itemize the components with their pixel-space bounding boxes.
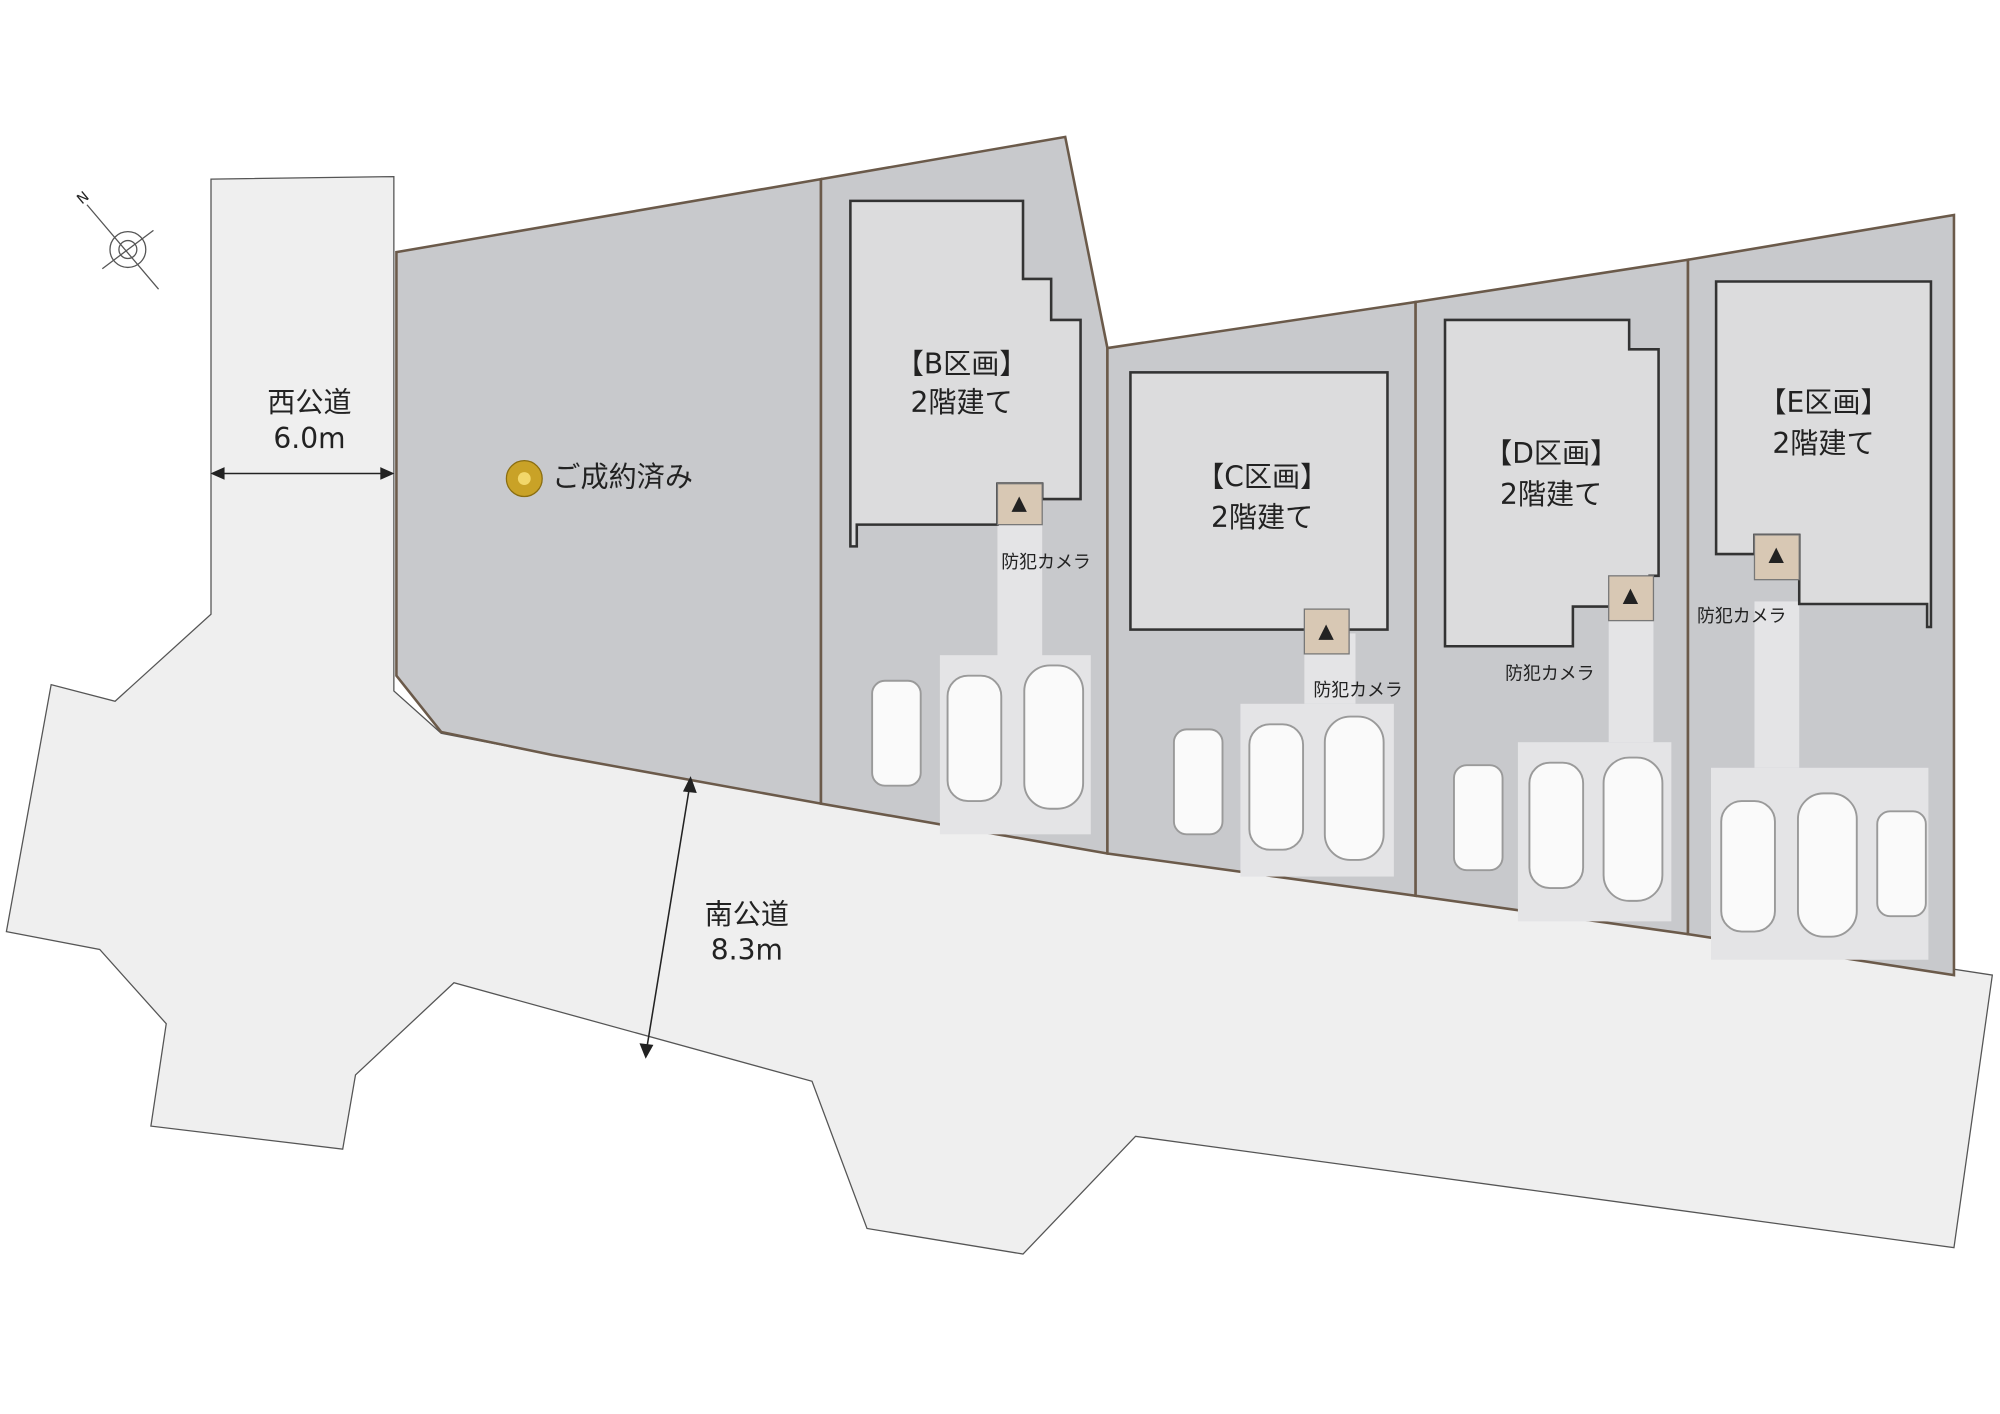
- lot-e-type: 2階建て: [1772, 427, 1874, 460]
- compass-icon: [86, 204, 160, 290]
- lot-e-camera: 防犯カメラ: [1697, 606, 1786, 627]
- lot-e-name: 【E区画】: [1758, 386, 1888, 419]
- cars: [871, 664, 1927, 938]
- lot-c-name: 【C区画】: [1196, 460, 1328, 493]
- lot-b-name: 【B区画】: [896, 348, 1028, 381]
- lot-a-status: ご成約済み: [552, 460, 693, 493]
- building-e[interactable]: [1714, 280, 1933, 629]
- entrance-c: [1303, 608, 1350, 655]
- entrance-b: [996, 483, 1043, 526]
- walkway-b: [997, 524, 1043, 660]
- entrance-d: [1608, 575, 1655, 622]
- sold-ribbon-icon: [505, 460, 543, 498]
- walkway-e: [1754, 601, 1800, 768]
- compass-label: N: [74, 189, 92, 208]
- lot-d-type: 2階建て: [1500, 478, 1602, 511]
- lot-b-type: 2階建て: [911, 386, 1013, 419]
- west-road-width: 6.0m: [273, 422, 345, 455]
- lot-d-camera: 防犯カメラ: [1505, 663, 1594, 684]
- west-road-name: 西公道: [267, 386, 351, 419]
- south-road-dimension: [639, 776, 697, 1059]
- walkway-d: [1608, 620, 1654, 743]
- lot-c-camera: 防犯カメラ: [1313, 680, 1402, 701]
- entrance-e: [1753, 534, 1800, 581]
- south-road-width: 8.3m: [711, 934, 783, 967]
- lot-b-camera: 防犯カメラ: [1001, 552, 1090, 573]
- lot-c-type: 2階建て: [1211, 501, 1313, 534]
- building-c[interactable]: [1129, 371, 1389, 631]
- west-road-dimension: [210, 467, 395, 480]
- lot-d-name: 【D区画】: [1484, 437, 1618, 470]
- south-road-name: 南公道: [705, 898, 789, 931]
